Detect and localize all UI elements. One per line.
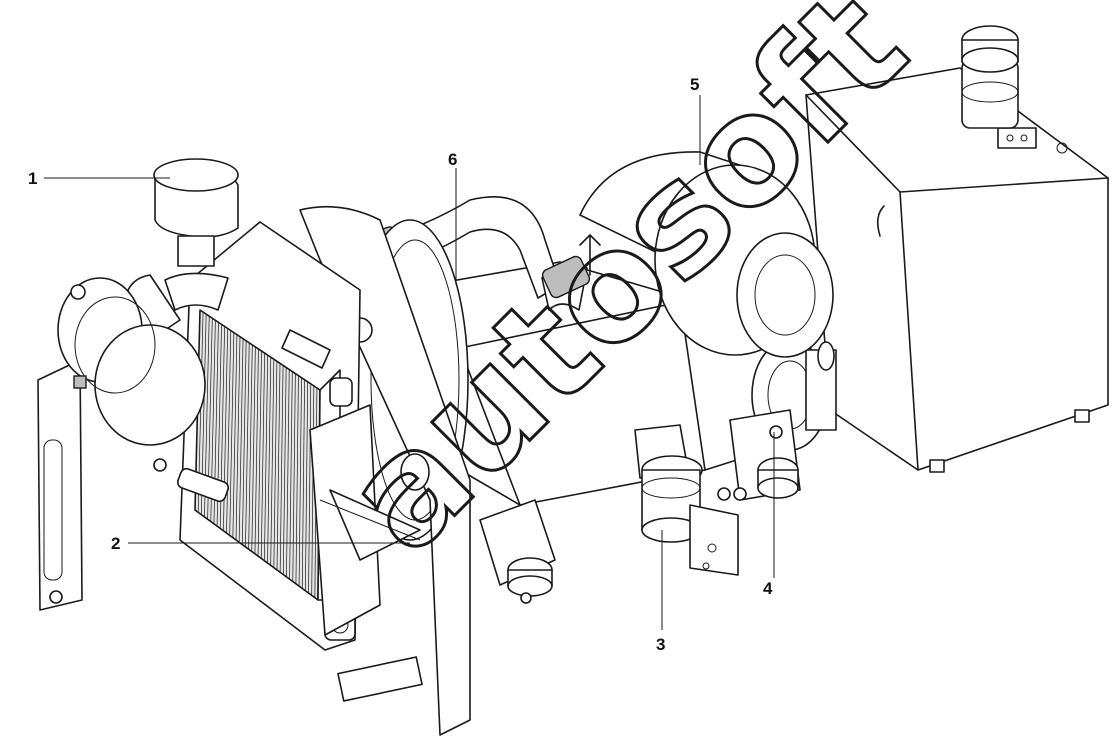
engine-mount: [479, 409, 801, 604]
callout-4: 4: [763, 579, 773, 598]
radiator-fin: [279, 365, 284, 573]
radiator-fin: [264, 355, 269, 561]
radiator-fin: [270, 359, 275, 566]
radiator-fin: [245, 342, 250, 547]
radiator-fin: [248, 344, 253, 550]
exhaust-muffler: [579, 151, 834, 358]
radiator-fin: [235, 336, 241, 541]
radiator-fin: [254, 348, 259, 554]
radiator-fin: [229, 332, 235, 536]
callout-5: 5: [690, 75, 699, 94]
radiator-fin: [308, 383, 312, 594]
radiator-fin: [305, 381, 309, 591]
radiator-fin: [295, 375, 299, 584]
callout-6: 6: [448, 150, 457, 169]
radiator-fin: [238, 338, 244, 543]
radiator-fin: [226, 330, 232, 534]
radiator-fin: [273, 361, 278, 568]
radiator-fin: [311, 385, 315, 596]
air-filter: [123, 158, 239, 341]
callout-1: 1: [28, 169, 37, 188]
callout-3: 3: [656, 635, 665, 654]
fuel-tank: [805, 67, 1109, 473]
radiator-fin: [301, 379, 305, 589]
radiator-fin: [292, 373, 296, 582]
radiator-fin: [282, 367, 287, 575]
radiator-fin: [267, 357, 272, 564]
radiator-fin: [257, 351, 262, 557]
radiator-fin: [289, 371, 293, 580]
radiator-fin: [276, 363, 281, 571]
radiator-fin: [251, 346, 256, 552]
tank-filler-cap: [961, 25, 1019, 129]
radiator-fin: [286, 369, 290, 577]
fuel-filter: [634, 424, 739, 576]
callouts: 1 2 3 4 5 6: [28, 75, 775, 654]
radiator-fin: [298, 377, 302, 587]
radiator-fin: [241, 340, 247, 545]
pre-cleaner: [37, 277, 206, 611]
radiator-fin: [232, 334, 238, 538]
radiator-fin: [260, 353, 265, 559]
callout-2: 2: [111, 534, 120, 553]
